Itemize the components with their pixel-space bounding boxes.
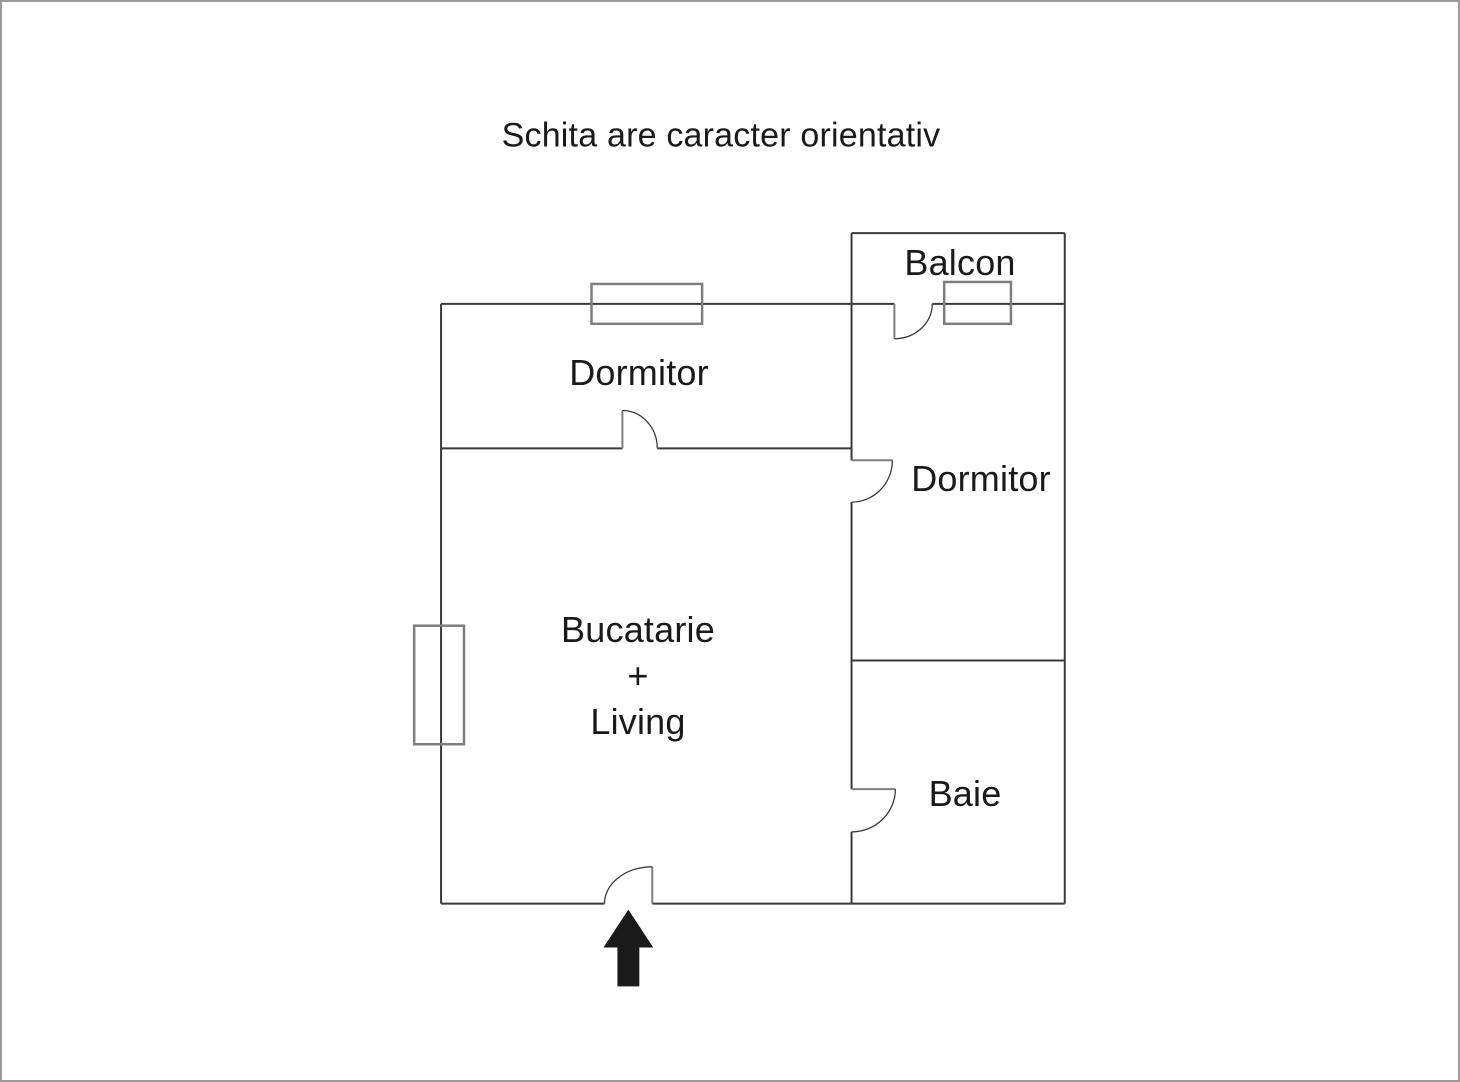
dormitor-top-door-arc xyxy=(622,409,658,449)
room-label-dormitor-right: Dormitor xyxy=(911,458,1051,499)
page-title: Schita are caracter orientativ xyxy=(501,116,941,155)
room-label-dormitor-top: Dormitor xyxy=(569,352,709,393)
balcon-window xyxy=(942,280,1013,326)
baie-door-arc xyxy=(851,789,897,833)
room-label-living-line-2: + xyxy=(627,655,649,696)
entrance-door-arc xyxy=(603,866,653,904)
entrance-arrow xyxy=(603,909,654,987)
dormitor-top-window xyxy=(590,282,704,326)
room-label-living-line-3: Living xyxy=(590,701,686,742)
dormitor-right-door-arc xyxy=(851,460,894,503)
room-label-balcon: Balcon xyxy=(904,242,1016,283)
room-label-living-line-1: Bucatarie xyxy=(561,609,715,650)
room-label-living: Bucatarie + Living xyxy=(561,607,715,745)
living-window xyxy=(412,624,466,746)
room-label-baie: Baie xyxy=(928,773,1002,814)
balcon-door-arc xyxy=(894,303,933,340)
